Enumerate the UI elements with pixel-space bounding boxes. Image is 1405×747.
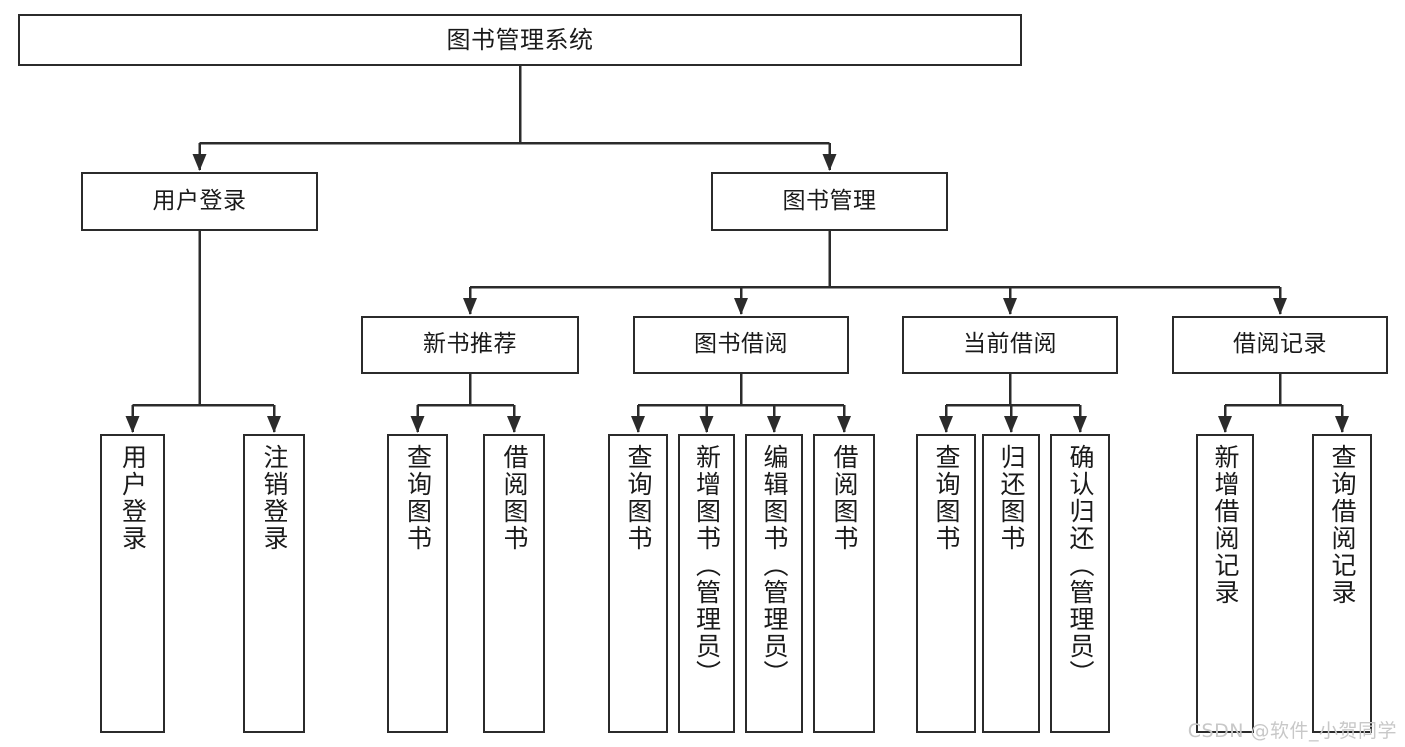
node-book-mgmt[interactable]: 图书管理 — [711, 172, 948, 231]
arrowhead-icon — [1073, 416, 1087, 433]
node-label: 归还图书 — [997, 444, 1026, 552]
node-leaf5[interactable]: 查询图书 — [608, 434, 668, 733]
arrowhead-icon — [267, 416, 281, 433]
node-leaf6[interactable]: 新增图书（管理员） — [678, 434, 735, 733]
node-label: 查询借阅记录 — [1328, 444, 1357, 606]
arrowhead-icon — [1003, 298, 1017, 315]
arrowhead-icon — [1273, 298, 1287, 315]
node-current[interactable]: 当前借阅 — [902, 316, 1118, 374]
node-records[interactable]: 借阅记录 — [1172, 316, 1388, 374]
arrowhead-icon — [734, 298, 748, 315]
node-leaf8[interactable]: 借阅图书 — [813, 434, 875, 733]
node-label: 用户登录 — [118, 444, 148, 552]
csdn-watermark: CSDN @软件_小贺同学 — [1187, 720, 1397, 742]
node-root[interactable]: 图书管理系统 — [18, 14, 1022, 66]
node-label: 注销登录 — [260, 444, 289, 552]
node-leaf13[interactable]: 查询借阅记录 — [1312, 434, 1372, 733]
arrowhead-icon — [507, 416, 521, 433]
node-label: 查询图书 — [932, 444, 961, 552]
node-leaf12[interactable]: 新增借阅记录 — [1196, 434, 1254, 733]
arrowhead-icon — [125, 416, 140, 433]
node-label: 图书管理 — [782, 187, 877, 214]
node-label: 新增图书（管理员） — [692, 444, 722, 687]
node-label: 用户登录 — [152, 187, 247, 214]
node-leaf10[interactable]: 归还图书 — [982, 434, 1040, 733]
node-label: 新书推荐 — [423, 331, 517, 358]
node-leaf4[interactable]: 借阅图书 — [483, 434, 545, 733]
arrowhead-icon — [463, 298, 477, 315]
arrowhead-icon — [837, 416, 851, 433]
node-label: 查询图书 — [403, 444, 433, 552]
node-leaf2[interactable]: 注销登录 — [243, 434, 305, 733]
arrowhead-icon — [631, 416, 645, 433]
node-label: 编辑图书（管理员） — [760, 444, 789, 687]
node-borrow[interactable]: 图书借阅 — [633, 316, 849, 374]
arrowhead-icon — [192, 154, 207, 171]
arrowhead-icon — [1218, 416, 1232, 433]
node-label: 图书借阅 — [694, 331, 788, 358]
node-label: 借阅记录 — [1233, 331, 1327, 358]
arrowhead-icon — [699, 416, 714, 433]
node-label: 当前借阅 — [963, 331, 1057, 358]
node-label: 新增借阅记录 — [1211, 444, 1240, 606]
node-label: 查询图书 — [624, 444, 653, 552]
arrowhead-icon — [822, 154, 837, 171]
node-leaf3[interactable]: 查询图书 — [387, 434, 448, 733]
node-new-rec[interactable]: 新书推荐 — [361, 316, 579, 374]
node-user-login[interactable]: 用户登录 — [81, 172, 318, 231]
node-leaf7[interactable]: 编辑图书（管理员） — [745, 434, 803, 733]
node-leaf9[interactable]: 查询图书 — [916, 434, 976, 733]
node-label: 确认归还（管理员） — [1066, 444, 1095, 687]
arrowhead-icon — [1335, 416, 1349, 433]
node-label: 借阅图书 — [830, 444, 859, 552]
arrowhead-icon — [410, 416, 425, 433]
arrowhead-icon — [1004, 416, 1018, 433]
arrowhead-icon — [939, 416, 953, 433]
node-leaf1[interactable]: 用户登录 — [100, 434, 165, 733]
node-label: 借阅图书 — [500, 444, 529, 552]
node-leaf11[interactable]: 确认归还（管理员） — [1050, 434, 1110, 733]
node-label: 图书管理系统 — [446, 25, 594, 54]
arrowhead-icon — [767, 416, 781, 433]
